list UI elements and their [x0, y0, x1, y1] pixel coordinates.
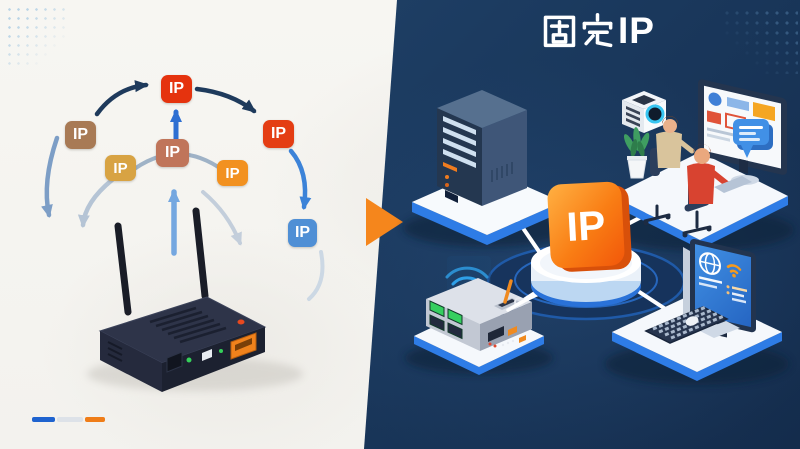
dot-grid-decoration-left	[5, 5, 71, 65]
dash-gray	[57, 417, 83, 422]
decoration-dashes	[32, 417, 105, 422]
ip-badge-gold: IP	[105, 155, 136, 181]
title-latin: IP	[618, 9, 655, 51]
title-glyph-gu	[543, 15, 576, 48]
ip-badge-brown: IP	[65, 121, 96, 149]
dash-orange	[85, 417, 105, 422]
ip-badge-top-red: IP	[161, 75, 192, 103]
ip-badge-orange: IP	[217, 160, 248, 186]
page-title: IP	[542, 9, 655, 51]
ip-badge-terracotta: IP	[156, 139, 189, 167]
dash-blue	[32, 417, 55, 422]
ip-badge-blue: IP	[288, 219, 317, 247]
title-glyph-ding	[582, 13, 613, 48]
ip-badge-right-red: IP	[263, 120, 294, 148]
dot-grid-decoration-right	[722, 8, 798, 74]
